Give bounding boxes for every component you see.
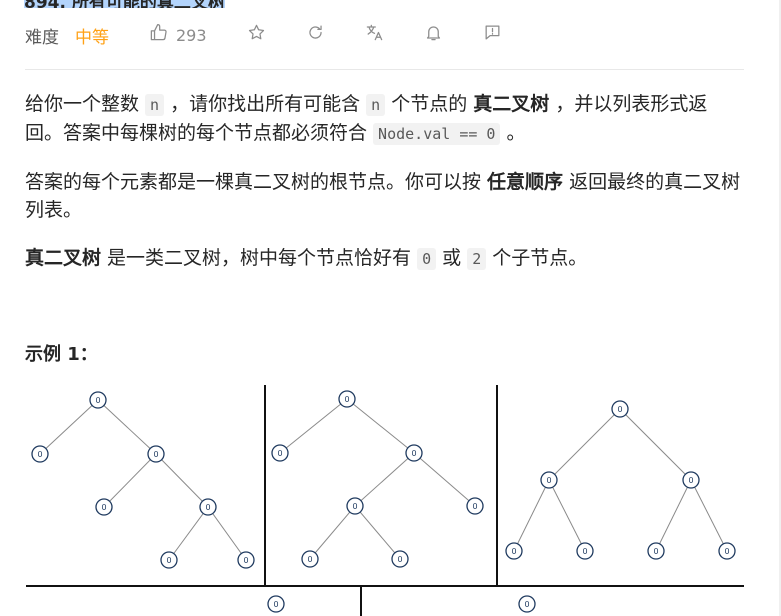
svg-text:0: 0	[724, 547, 729, 556]
problem-description: 给你一个整数 n ，请你找出所有可能含 n 个节点的 真二叉树 ，并以列表形式返…	[25, 90, 745, 293]
example-tree-figure: 0 0 0 0 0 0 0 0 0 0 0 0 0 0 0 0 0 0 0 0 0 0 0	[26, 385, 744, 616]
tree-node: 0	[718, 542, 736, 560]
bold-term: 真二叉树	[473, 93, 550, 115]
tree-edge	[346, 398, 415, 454]
tree-edge	[103, 453, 157, 508]
like-count: 293	[176, 25, 207, 45]
svg-text:0: 0	[582, 547, 587, 556]
tree-node: 0	[237, 551, 255, 569]
tree-node: 0	[611, 400, 629, 418]
problem-title: 894. 所有可能的真二叉树	[24, 0, 225, 8]
svg-text:0: 0	[95, 396, 100, 405]
svg-text:0: 0	[617, 405, 622, 414]
description-paragraph: 真二叉树 是一类二叉树，树中每个节点恰好有 0 或 2 个子节点。	[25, 247, 588, 270]
tree-node: 0	[271, 444, 289, 462]
tree-node: 0	[160, 551, 178, 569]
tree-node: 0	[301, 550, 319, 568]
tree-node: 0	[338, 390, 356, 408]
svg-text:0: 0	[511, 547, 516, 556]
tree-edge	[619, 408, 692, 481]
tree-node: 0	[346, 497, 364, 515]
svg-text:0: 0	[101, 503, 106, 512]
tree-node: 0	[147, 445, 165, 463]
star-icon	[247, 23, 266, 47]
tree-edge	[513, 479, 550, 552]
translate-icon	[365, 23, 384, 47]
tree-edge	[413, 452, 476, 507]
svg-text:0: 0	[546, 476, 551, 485]
svg-text:0: 0	[397, 555, 402, 564]
reset-button[interactable]	[306, 23, 325, 47]
svg-text:0: 0	[472, 502, 477, 511]
tree-edge	[548, 408, 621, 481]
svg-text:0: 0	[205, 503, 210, 512]
bold-term: 任意顺序	[487, 171, 564, 193]
tree-edge	[309, 505, 356, 560]
favorite-button[interactable]	[247, 23, 266, 47]
tree-edge	[354, 452, 415, 507]
tree-node: 0	[199, 498, 217, 516]
inline-code: 0	[417, 248, 437, 270]
svg-text:0: 0	[243, 556, 248, 565]
example-title: 示例 1：	[25, 344, 98, 365]
difficulty-label: 难度	[25, 27, 59, 48]
tree-edge	[279, 398, 348, 454]
bold-term: 真二叉树	[25, 247, 102, 269]
inline-code: n	[366, 94, 386, 116]
thumbs-up-icon	[149, 23, 168, 47]
tree-edge	[39, 399, 99, 455]
translate-button[interactable]	[365, 23, 384, 47]
tree-node: 0	[267, 595, 285, 613]
tree-node: 0	[518, 595, 536, 613]
tree-node: 0	[466, 497, 484, 515]
tree-edge	[354, 505, 401, 560]
tree-node: 0	[540, 471, 558, 489]
description-paragraph: 答案的每个元素都是一棵真二叉树的根节点。你可以按 任意顺序 返回最终的真二叉树列…	[25, 171, 741, 221]
tree-edge	[690, 479, 728, 552]
difficulty-badge: 中等	[75, 27, 109, 48]
tree-node: 0	[682, 471, 700, 489]
svg-text:0: 0	[352, 502, 357, 511]
feedback-icon	[483, 23, 502, 47]
svg-text:0: 0	[653, 547, 658, 556]
inline-code: Node.val == 0	[373, 123, 501, 145]
bell-icon	[424, 23, 443, 47]
tree-node: 0	[505, 542, 523, 560]
problem-meta-bar: 难度 中等 293	[25, 22, 502, 48]
header-divider	[25, 69, 744, 70]
tree-edge	[548, 479, 586, 552]
tree-edge	[97, 399, 157, 455]
tree-edge	[155, 453, 209, 508]
redo-icon	[306, 23, 325, 47]
svg-text:0: 0	[307, 555, 312, 564]
tree-node: 0	[89, 391, 107, 409]
svg-text:0: 0	[273, 600, 278, 609]
svg-text:0: 0	[166, 556, 171, 565]
tree-node: 0	[31, 445, 49, 463]
inline-code: 2	[467, 248, 487, 270]
tree-edge	[655, 479, 692, 552]
svg-text:0: 0	[277, 449, 282, 458]
svg-text:0: 0	[688, 476, 693, 485]
tree-node: 0	[391, 550, 409, 568]
description-paragraph: 给你一个整数 n ，请你找出所有可能含 n 个节点的 真二叉树 ，并以列表形式返…	[25, 93, 708, 145]
inline-code: n	[145, 94, 165, 116]
notify-button[interactable]	[424, 23, 443, 47]
svg-text:0: 0	[411, 449, 416, 458]
scrollbar-track[interactable]	[779, 0, 781, 616]
tree-node: 0	[405, 444, 423, 462]
tree-edge	[168, 506, 209, 561]
tree-edge	[207, 506, 247, 561]
svg-text:0: 0	[37, 450, 42, 459]
svg-text:0: 0	[344, 395, 349, 404]
tree-node: 0	[576, 542, 594, 560]
svg-text:0: 0	[524, 600, 529, 609]
tree-node: 0	[95, 498, 113, 516]
like-button[interactable]: 293	[149, 23, 207, 47]
feedback-button[interactable]	[483, 23, 502, 47]
tree-node: 0	[647, 542, 665, 560]
svg-text:0: 0	[153, 450, 158, 459]
